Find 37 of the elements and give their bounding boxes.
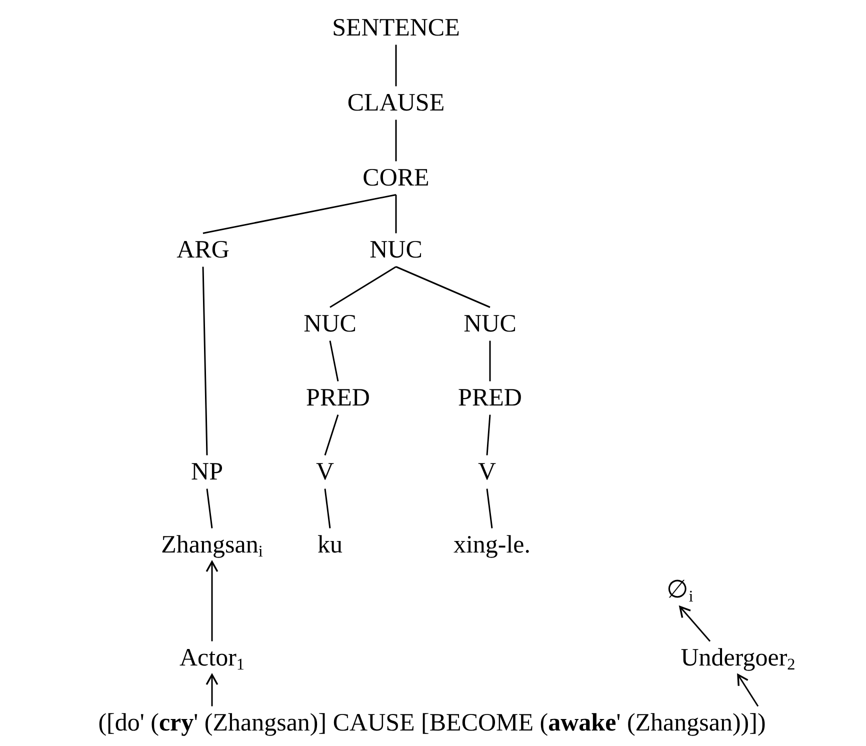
tree-branch [202, 266, 208, 456]
tree-label: Undergoer$_{2}$ [678, 641, 798, 675]
tree-branch [486, 414, 491, 456]
arrow [206, 560, 218, 642]
tree-label: V [476, 455, 498, 489]
tree-branch [395, 194, 397, 234]
tree-label: ku [316, 528, 344, 562]
tree-branch [330, 266, 396, 308]
tree-branch [395, 120, 397, 162]
tree-label: CLAUSE [345, 86, 447, 120]
tree-label: Actor$_{1}$ [177, 641, 247, 675]
tree-branch [395, 44, 397, 86]
tree-label: PRED [456, 381, 524, 415]
tree-label: NUC [368, 233, 424, 267]
tree-label: ARG [174, 233, 232, 267]
tree-branch [396, 266, 490, 308]
arrow [679, 606, 711, 642]
tree-label: NUC [302, 307, 358, 341]
tree-branch [486, 488, 493, 528]
tree-branch [489, 340, 491, 382]
tree-label: NUC [462, 307, 518, 341]
tree-label: V [314, 455, 336, 489]
tree-branch [324, 488, 331, 528]
arrow [206, 674, 218, 706]
tree-branch [324, 414, 339, 456]
tree-label: xing-le. [451, 528, 533, 562]
tree-branch [329, 340, 339, 382]
tree-branch [202, 194, 396, 234]
semantic-formula: ([do' (cry' (Zhangsan)] CAUSE [BECOME (awake' (Zhangsan))]) [96, 706, 768, 740]
tree-label: CORE [360, 161, 432, 195]
tree-label: SENTENCE [330, 11, 462, 45]
tree-label: Zhangsan$_{i}$ [159, 528, 265, 562]
tree-label: NP [189, 455, 225, 489]
arrow [737, 674, 759, 707]
tree-branch [206, 488, 213, 528]
tree-label: ∅$_{i}$ [664, 573, 696, 607]
tree-label: PRED [304, 381, 372, 415]
